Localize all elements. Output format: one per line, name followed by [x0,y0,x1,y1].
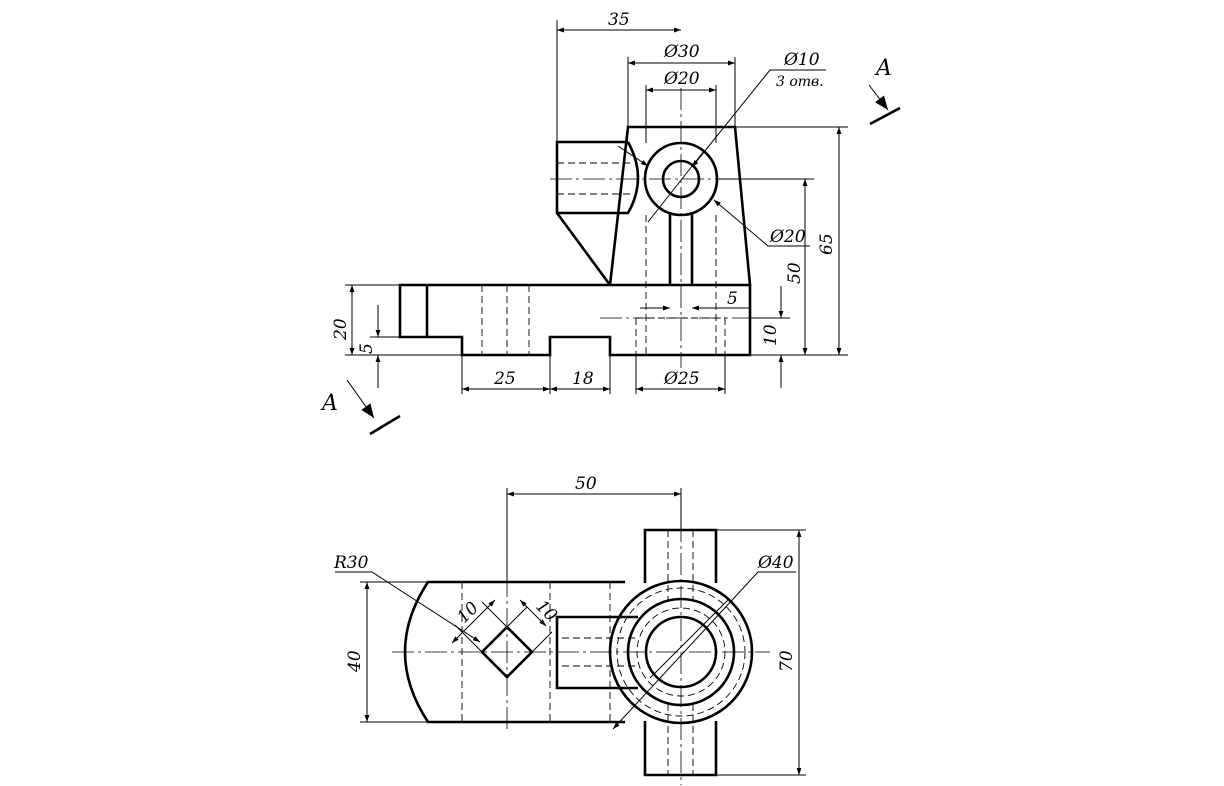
base-plate-outline [398,283,752,357]
dim-70: 70 [777,650,797,672]
dim-d10: Ø10 [783,50,820,70]
dim-20: 20 [331,318,351,341]
dim-18: 18 [572,369,594,389]
dim-65: 65 [817,233,837,255]
vertical-bar-bottom [643,721,718,777]
upright-outline [608,125,752,286]
dim-10-a: 10 [453,598,483,628]
dim-50-top: 50 [575,474,597,494]
dim-d10-note: 3 отв. [776,74,824,90]
vertical-bar-top [643,528,718,583]
dim-d30: Ø30 [663,42,700,62]
dim-r30: R30 [333,553,369,573]
front-view: 35 Ø30 Ø20 Ø10 3 отв. Ø20 5 25 18 Ø25 65… [320,10,901,436]
side-boss-top [555,615,638,690]
dim-d20-top: Ø20 [663,69,700,89]
dim-10: 10 [761,324,781,346]
side-boss-curve [557,141,640,215]
dim-25: 25 [493,369,516,389]
dim-35: 35 [608,10,630,30]
section-label-top: A [874,56,892,81]
dim-d40: Ø40 [757,553,794,573]
side-boss-outline [555,140,628,286]
dim-d25: Ø25 [663,369,700,389]
section-label-bottom: A [320,391,338,416]
dim-50-vertical: 50 [785,262,805,284]
top-view: 50 R30 Ø40 10 10 40 70 [333,474,806,785]
dim-5-left: 5 [357,343,377,354]
dim-40: 40 [345,650,365,673]
dim-5-right: 5 [727,289,738,309]
dim-d20-side: Ø20 [769,227,806,247]
